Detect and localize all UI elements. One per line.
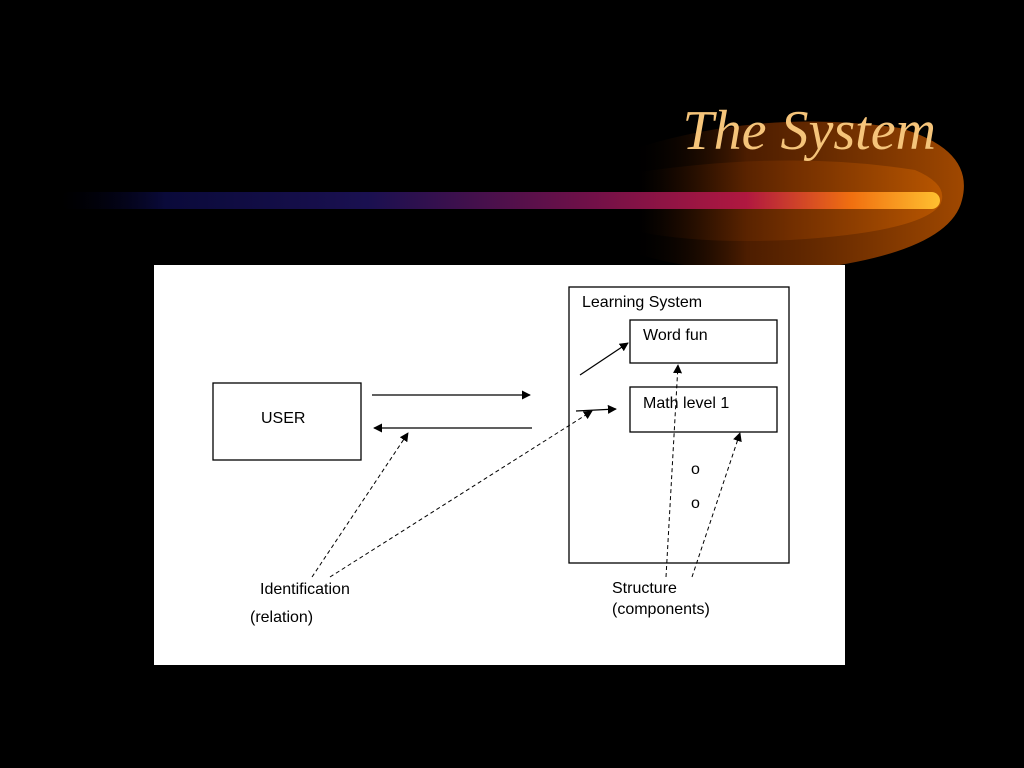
structure-label: Structure	[612, 580, 677, 597]
diagram-svg	[212, 286, 790, 578]
user-box	[212, 382, 362, 461]
dashed-structure-to-math-level	[691, 432, 742, 578]
dashed-identification-to-system	[329, 410, 593, 578]
diagram-panel: USER Learning System Word fun Math level…	[154, 265, 845, 665]
identification-label: Identification	[260, 581, 350, 598]
user-label: USER	[261, 410, 306, 427]
slide-title: The System	[682, 100, 936, 162]
arrow-to-word-fun	[579, 342, 629, 376]
gradient-bar	[60, 192, 940, 209]
relation-label: (relation)	[250, 609, 314, 626]
arrow-to-math-level	[575, 404, 617, 414]
more-components-marker: o	[691, 461, 700, 478]
dashed-structure-to-word-fun	[665, 364, 683, 578]
more-components-marker: o	[691, 495, 700, 512]
math-level-label: Math level 1	[643, 395, 730, 412]
word-fun-box	[629, 319, 778, 364]
components-label: (components)	[612, 601, 710, 618]
dashed-identification-to-user	[311, 432, 409, 578]
word-fun-label: Word fun	[643, 327, 708, 344]
learning-system-label: Learning System	[582, 294, 703, 311]
math-level-box	[629, 386, 778, 433]
